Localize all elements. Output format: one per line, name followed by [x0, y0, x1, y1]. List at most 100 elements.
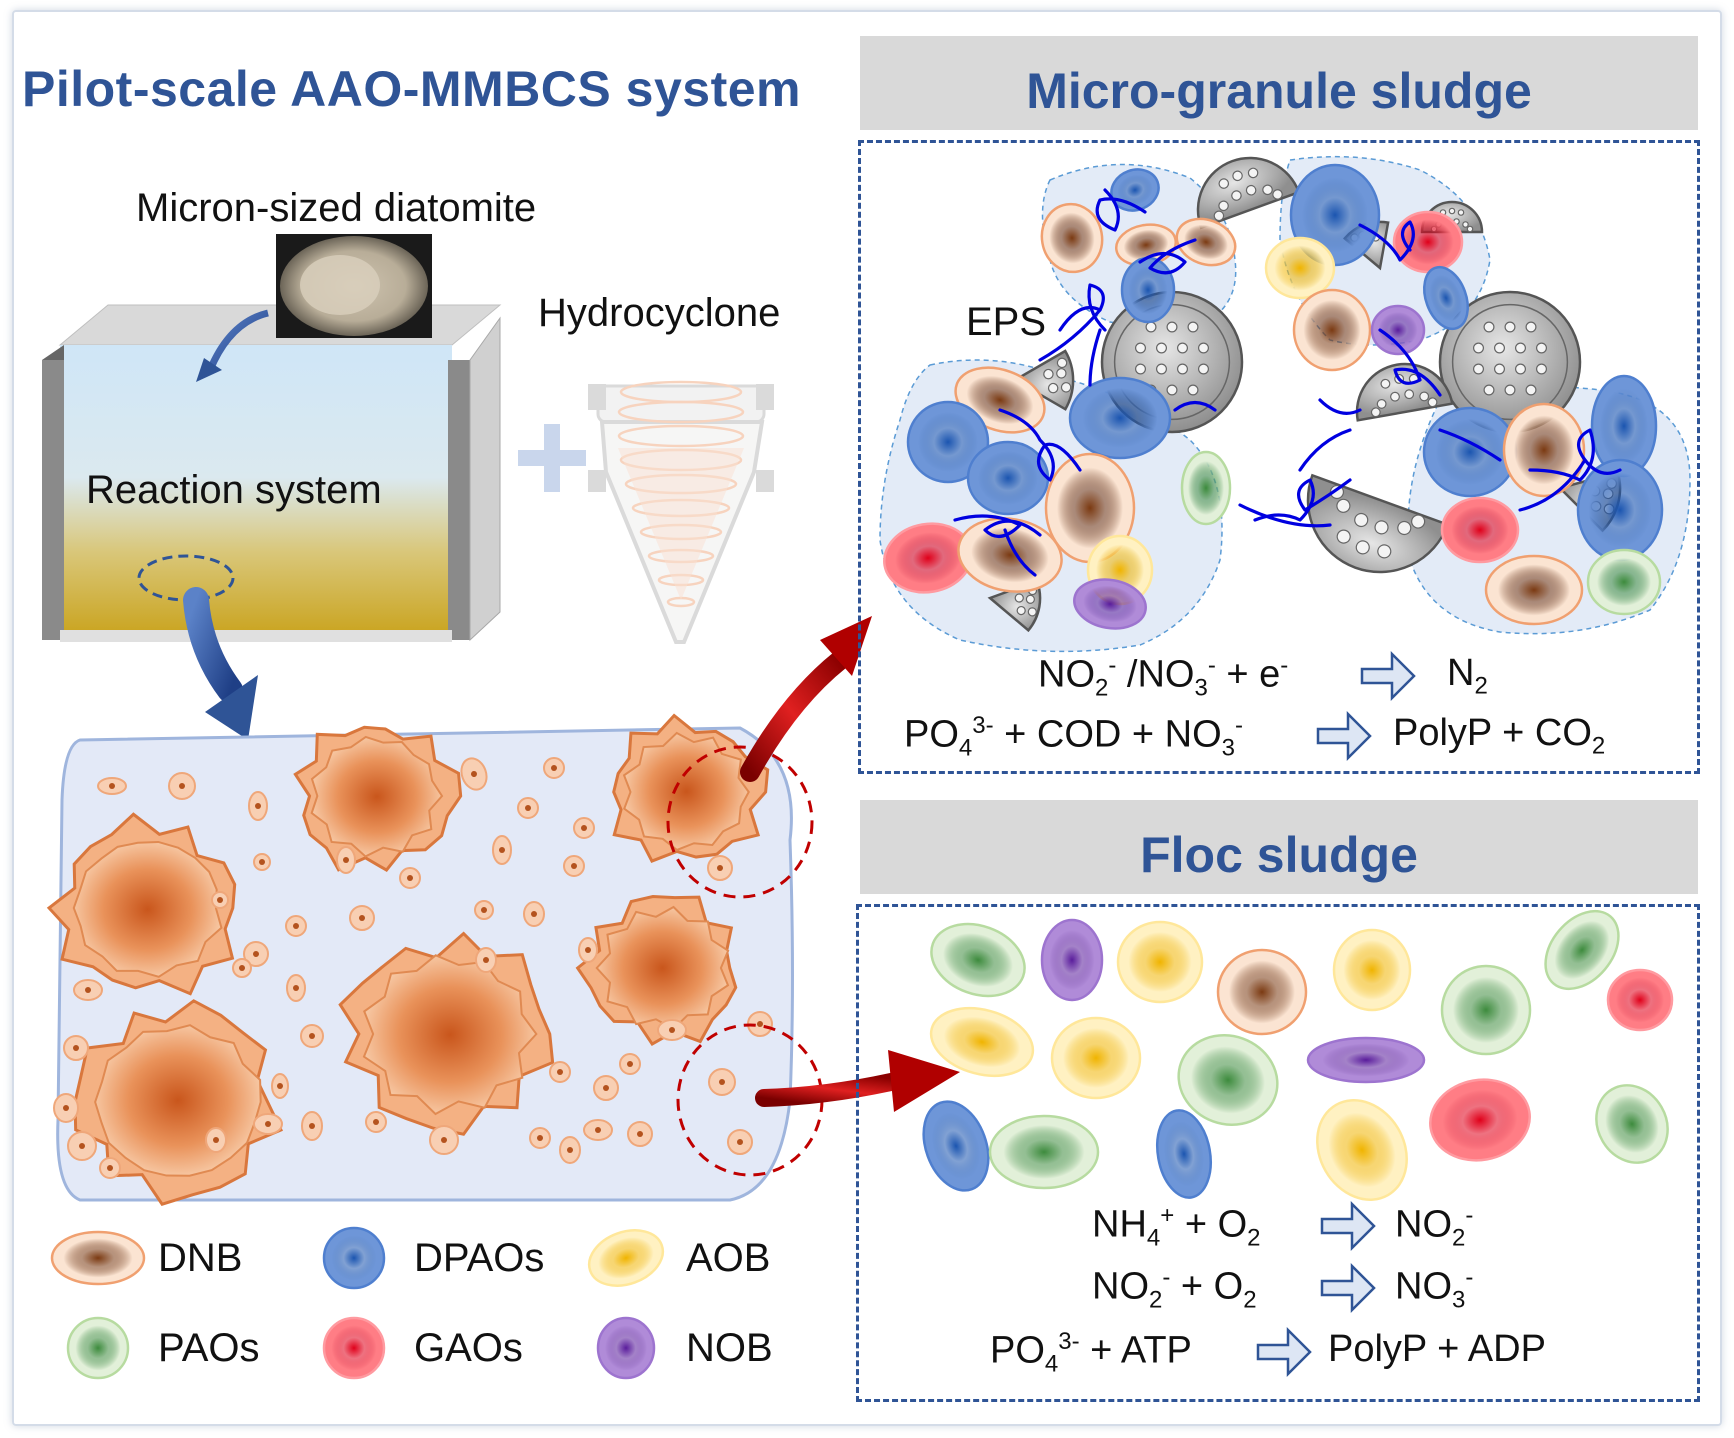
main-title: Pilot-scale AAO-MMBCS system: [22, 61, 801, 117]
diatomite-dosing-arrow: [206, 309, 269, 372]
equation-denitrification: NO2- /NO3- + e-: [1038, 652, 1289, 702]
cell-dpaos: [922, 1100, 990, 1192]
granule-4: [575, 895, 738, 1047]
floc-particle: [474, 900, 494, 920]
floc-particle: [475, 947, 497, 973]
floc-particle: [523, 901, 545, 927]
cell-aob: [1050, 1016, 1142, 1100]
arrow-phosphorus-anoxic: [1316, 710, 1372, 762]
cell-nob: [1040, 918, 1104, 1002]
floc-particle: [99, 1157, 121, 1179]
micro-granule-header-bar: [860, 36, 1698, 130]
floc-particle: [517, 797, 539, 819]
reaction-system-label: Reaction system: [86, 468, 382, 512]
floc-particle: [727, 1129, 753, 1155]
cell-dpaos: [1423, 265, 1469, 331]
floc-particle: [63, 1035, 89, 1061]
floc-particle: [573, 817, 595, 839]
legend-icon-dpaos: [322, 1226, 386, 1290]
floc-particle: [583, 1119, 613, 1141]
floc-particle: [300, 1024, 324, 1048]
equation-nitratation-product: NO3-: [1395, 1264, 1474, 1314]
floc-particle: [53, 1093, 79, 1123]
floc-particle: [619, 1053, 641, 1075]
granule-group: [46, 713, 770, 1206]
cell-aob: [929, 1007, 1035, 1077]
legend-label-paos: PAOs: [158, 1326, 260, 1370]
floc-particle: [97, 777, 127, 795]
cell-dnb: [957, 517, 1063, 593]
legend-icon-gaos: [322, 1316, 386, 1380]
diatomite-fragment: [1196, 156, 1301, 230]
floc-particle: [67, 1131, 97, 1161]
diatomite-fragment: [1355, 362, 1454, 422]
cell-paos: [988, 1114, 1100, 1190]
legend-label-nob: NOB: [686, 1326, 773, 1370]
diatomite-fragment: [1306, 473, 1450, 574]
equation-phosphorus-anoxic-product: PolyP + CO2: [1393, 712, 1606, 760]
floc-particle: [627, 1121, 653, 1147]
granule-6: [338, 931, 555, 1136]
cell-aob: [1332, 928, 1412, 1012]
plus-sign: [518, 424, 586, 492]
arrow-nitratation: [1320, 1262, 1376, 1314]
cell-gaos: [1606, 968, 1674, 1032]
floc-particle: [559, 1136, 581, 1164]
floc-sludge-panel: [856, 904, 1700, 1402]
diatomite-photo: [276, 234, 432, 338]
hydrocyclone-icon: [588, 380, 774, 644]
sludge-zoom-arrow: [183, 587, 243, 703]
floc-particle: [286, 974, 306, 1002]
legend-icon-paos: [66, 1316, 130, 1380]
granule-2: [612, 713, 770, 863]
floc-particle: [543, 757, 565, 779]
floc-particle: [708, 1068, 736, 1096]
floc-particle: [563, 855, 585, 877]
reactor-tank: [42, 304, 502, 642]
floc-particle: [549, 1061, 571, 1083]
cell-paos: [1177, 1034, 1279, 1126]
floc-particle: [285, 915, 307, 937]
arrow-denitrification: [1360, 650, 1416, 702]
legend-icon-dnb: [50, 1230, 146, 1286]
legend-label-dnb: DNB: [158, 1236, 243, 1280]
floc-particle: [429, 1125, 459, 1155]
floc-particle: [399, 867, 421, 889]
cell-nob: [1306, 1036, 1426, 1084]
arrow-to-micro-granule: [740, 616, 872, 782]
cell-paos: [930, 922, 1026, 998]
diatomite-wedge: [1012, 349, 1075, 411]
cell-dpaos: [906, 400, 990, 484]
legend-label-dpaos: DPAOs: [414, 1236, 545, 1280]
cell-dpaos: [1068, 376, 1172, 460]
legend-label-gaos: GAOs: [414, 1326, 523, 1370]
cell-nob: [1073, 578, 1147, 630]
legend-label-aob: AOB: [686, 1236, 771, 1280]
cell-dnb: [1175, 217, 1237, 267]
cell-aob: [1264, 236, 1336, 300]
cell-paos: [1180, 450, 1232, 526]
floc-particle: [707, 855, 733, 881]
equation-phosphorus-aerobic: PO43- + ATP: [990, 1328, 1192, 1378]
diatomite-large-2: [1438, 290, 1582, 434]
equation-denitrification-product: N2: [1447, 652, 1488, 700]
floc-particle: [211, 891, 229, 909]
equation-phosphorus-aerobic-product: PolyP + ADP: [1328, 1328, 1546, 1370]
cell-dnb: [1484, 554, 1584, 626]
floc-particle: [529, 1127, 551, 1149]
cell-aob: [1116, 920, 1204, 1004]
cell-paos: [1595, 1084, 1669, 1164]
eps-label: EPS: [966, 300, 1047, 344]
arrow-nitritation: [1320, 1200, 1376, 1252]
diatomite-wedge: [987, 579, 1042, 633]
arrow-phosphorus-aerobic: [1256, 1326, 1312, 1378]
floc-sludge-cells: [922, 909, 1674, 1201]
floc-particle: [301, 1111, 323, 1141]
hydrocyclone-label: Hydrocyclone: [538, 291, 781, 335]
cell-gaos: [1429, 1078, 1531, 1162]
floc-particle: [232, 958, 252, 978]
cell-gaos: [1440, 496, 1520, 564]
reaction-arrows: [1256, 650, 1416, 1378]
diatomite-label: Micron-sized diatomite: [136, 186, 537, 230]
